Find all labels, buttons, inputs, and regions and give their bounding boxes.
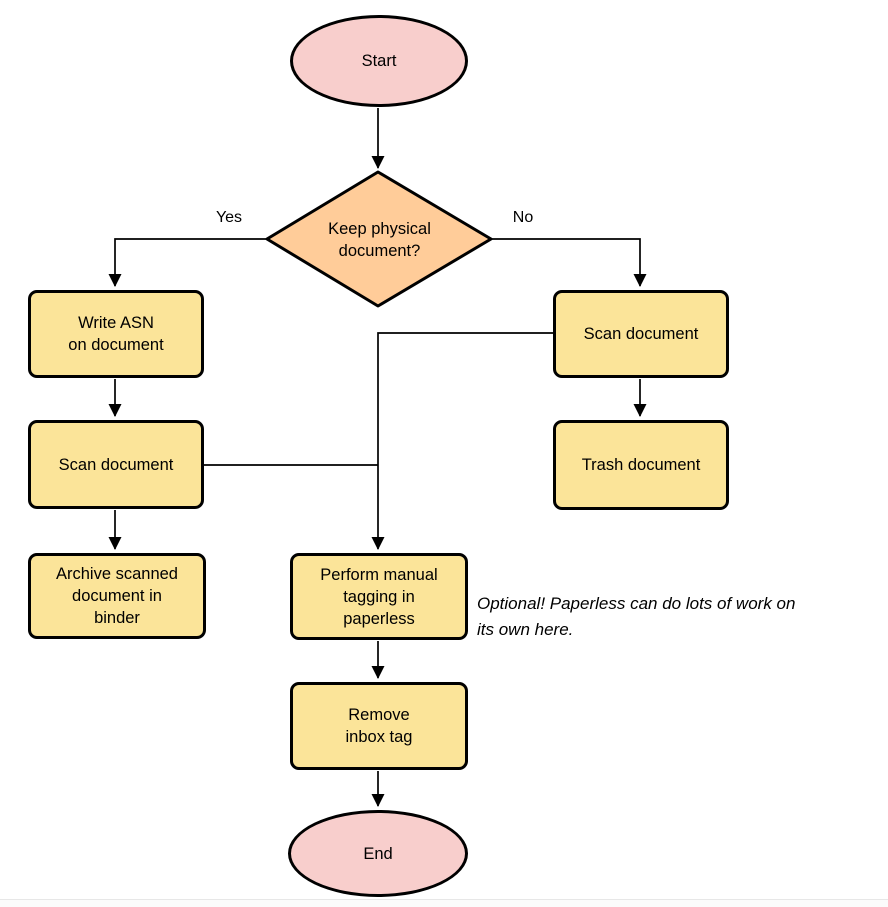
node-manual-tagging: Perform manual tagging in paperless (290, 553, 468, 640)
node-scan-document-right: Scan document (553, 290, 729, 378)
node-decision: Keep physical document? (328, 219, 431, 260)
node-remove-inbox-tag: Remove inbox tag (290, 682, 468, 770)
node-scan-document-left: Scan document (28, 420, 204, 509)
edge-label-no: No (497, 209, 549, 227)
node-archive-binder: Archive scanned document in binder (28, 553, 206, 639)
node-start: Start (290, 15, 468, 107)
node-end: End (288, 810, 468, 897)
node-write-asn: Write ASN on document (28, 290, 204, 378)
decision-diamond-shape (265, 170, 493, 308)
edge-scanright-to-tagging (371, 332, 553, 550)
edge-decision-no (492, 238, 647, 287)
edge-label-yes: Yes (203, 209, 255, 227)
node-trash-document: Trash document (553, 420, 729, 510)
optional-note: Optional! Paperless can do lots of work … (477, 594, 796, 639)
edge-decision-yes (108, 238, 266, 287)
page-bottom-edge (0, 899, 888, 907)
